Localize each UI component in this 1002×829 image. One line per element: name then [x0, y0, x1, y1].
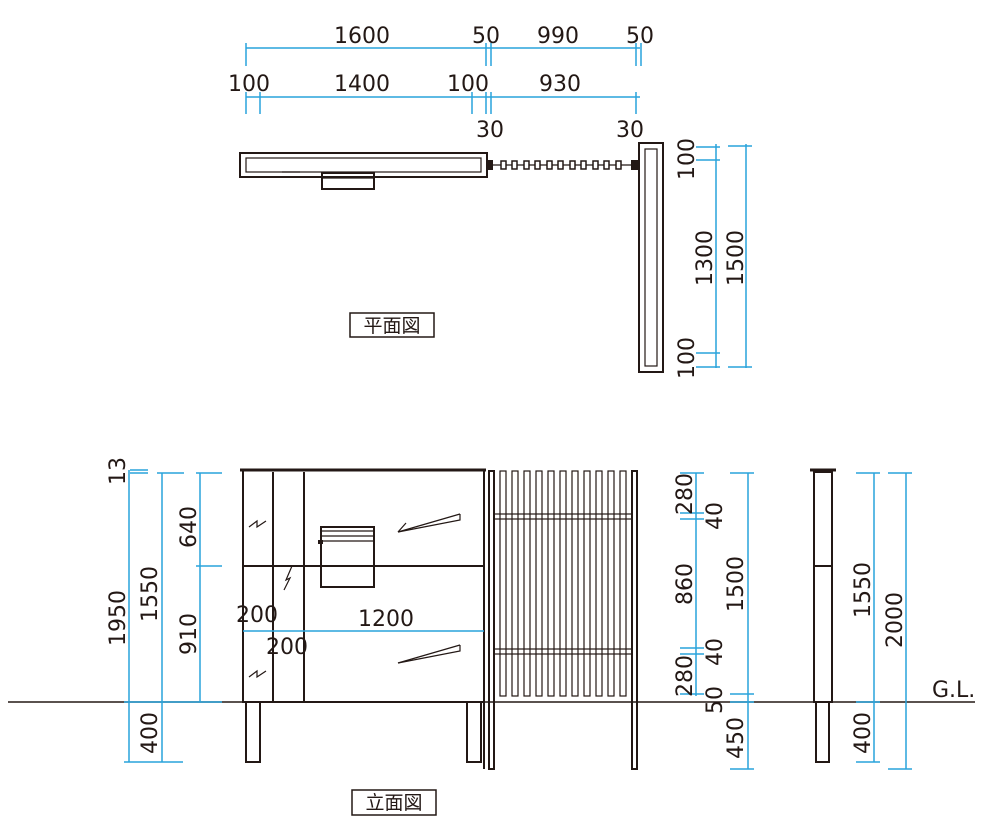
- plan-dim-right-1500: 1500: [724, 230, 749, 286]
- elev-screen-dim-280b: 280: [673, 655, 698, 697]
- plan-caption: 平面図: [363, 315, 420, 337]
- elev-side-dim-400: 400: [851, 712, 876, 754]
- plan-dim-30a: 30: [476, 118, 504, 143]
- elev-screen-dim-280a: 280: [673, 473, 698, 515]
- ground-label: G.L.: [932, 678, 975, 703]
- elev-dim-910: 910: [177, 613, 202, 655]
- plan-side-wall: [638, 142, 664, 373]
- plan-dim-50b: 50: [626, 24, 654, 49]
- elevation-view: G.L.: [8, 457, 975, 816]
- plan-dim-100a: 100: [228, 72, 270, 97]
- elev-dim-13: 13: [106, 457, 131, 485]
- elevation-mailbox: [318, 526, 375, 588]
- plan-dim-50a: 50: [472, 24, 500, 49]
- plan-right-dimension-lines: [696, 144, 752, 368]
- plan-dim-1600: 1600: [334, 24, 390, 49]
- elev-side-dim-1550: 1550: [851, 562, 876, 618]
- elev-screen-dim-40a: 40: [703, 502, 728, 530]
- plan-view: 1600 50 990 50 100 1400 100 930 30 30: [228, 24, 752, 379]
- elevation-slat-screen: [483, 470, 638, 770]
- plan-slat-screen: [487, 160, 638, 170]
- elevation-side-wall: [810, 468, 836, 763]
- panel-hatch-marks: [248, 513, 461, 679]
- elev-dim-1200: 1200: [358, 607, 414, 632]
- plan-dim-right-100a: 100: [675, 138, 700, 180]
- elev-dim-1950: 1950: [106, 590, 131, 646]
- plan-dim-30b: 30: [616, 118, 644, 143]
- elev-dim-200a: 200: [236, 603, 278, 628]
- elev-screen-dim-860: 860: [673, 563, 698, 605]
- plan-top-dimension-lines: [245, 43, 642, 114]
- plan-dim-100b: 100: [447, 72, 489, 97]
- elevation-caption: 立面図: [365, 792, 422, 814]
- elev-dim-400: 400: [138, 712, 163, 754]
- elevation-left-dimension-lines: [124, 469, 222, 763]
- plan-caption-box: [349, 312, 435, 338]
- elevation-side-dimension-lines: [856, 472, 912, 770]
- elevation-main-wall: [240, 468, 486, 763]
- plan-dim-930: 930: [539, 72, 581, 97]
- elev-screen-dim-50: 50: [703, 686, 728, 714]
- elev-side-dim-2000: 2000: [883, 592, 908, 648]
- elev-screen-dim-450: 450: [724, 717, 749, 759]
- elev-screen-dim-40b: 40: [703, 638, 728, 666]
- elevation-screen-dimension-lines: [680, 472, 754, 770]
- plan-dim-990: 990: [537, 24, 579, 49]
- elev-dim-640: 640: [177, 506, 202, 548]
- elev-dim-1550: 1550: [138, 566, 163, 622]
- plan-mailbox: [321, 172, 375, 190]
- plan-dim-right-1300: 1300: [693, 230, 718, 286]
- elev-screen-dim-1500: 1500: [724, 556, 749, 612]
- plan-dim-1400: 1400: [334, 72, 390, 97]
- elevation-caption-box: [351, 789, 437, 816]
- elev-dim-200b: 200: [266, 635, 308, 660]
- plan-dim-right-100b: 100: [675, 337, 700, 379]
